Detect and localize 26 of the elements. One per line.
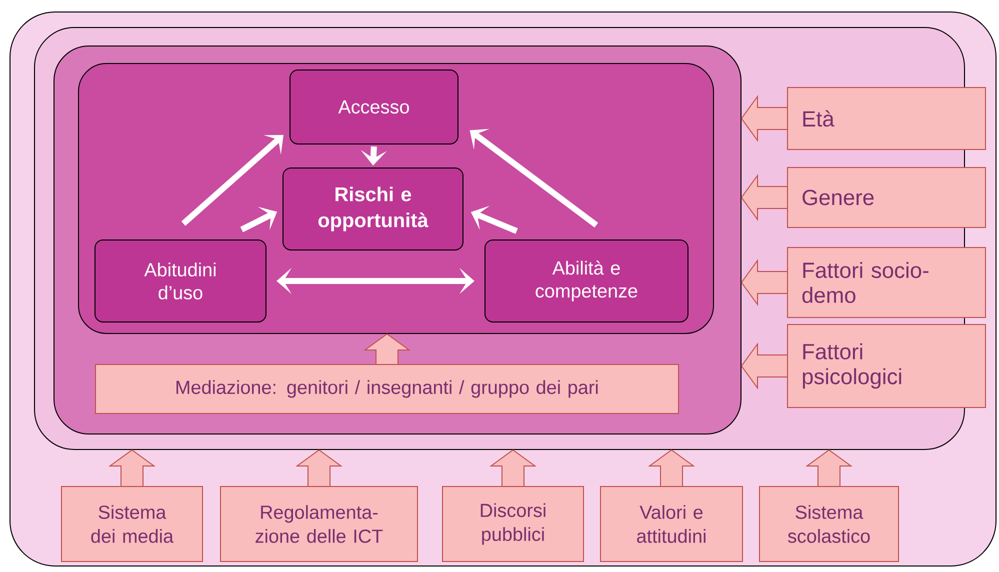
- factor-box: Valori e attitudini: [600, 486, 743, 562]
- block-arrow: [740, 258, 788, 306]
- process-box: Accesso: [290, 70, 458, 144]
- block-arrow: [740, 174, 788, 222]
- arrow: [181, 134, 284, 226]
- process-box: Rischi e opportunità: [282, 167, 464, 250]
- factor-box: Sistema scolastico: [759, 486, 899, 562]
- block-arrow: [489, 449, 537, 486]
- block-arrow: [295, 449, 343, 486]
- block-arrow: [363, 333, 411, 364]
- factor-box: Genere: [787, 166, 986, 228]
- factor-box: Fattori psicologici: [787, 324, 986, 408]
- block-arrow: [108, 449, 156, 486]
- process-box: Abilità e competenze: [484, 239, 688, 322]
- factor-box: Regolamenta- zione delle ICT: [220, 486, 418, 562]
- block-arrow: [648, 449, 696, 486]
- factor-box: Età: [787, 86, 986, 150]
- factor-box: Sistema dei media: [61, 486, 203, 562]
- factor-box: Discorsi pubblici: [442, 486, 584, 562]
- arrow: [276, 268, 474, 294]
- process-box: Abitudini d’uso: [94, 239, 266, 322]
- factor-box: Fattori socio-demo: [787, 246, 986, 318]
- block-arrow: [740, 94, 788, 142]
- block-arrow: [805, 449, 853, 486]
- block-arrow: [740, 342, 788, 390]
- factor-box: Mediazione: genitori / insegnanti / gruppo dei pari: [95, 364, 679, 414]
